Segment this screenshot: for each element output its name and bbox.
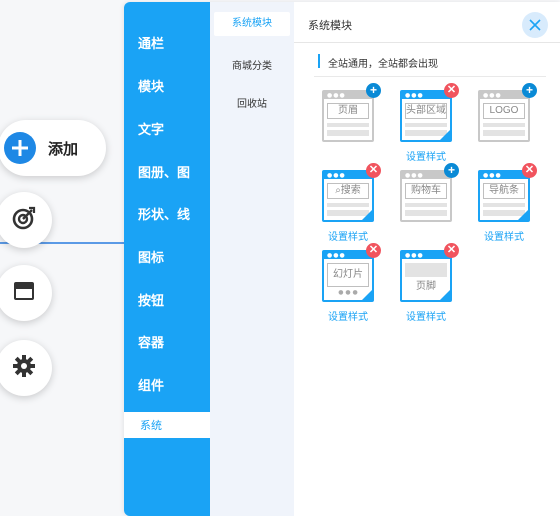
module-card-cart[interactable]: ●●● 购物车 + [400,163,459,222]
nav-item-module[interactable]: 模块 [138,79,165,94]
nav-item-gallery[interactable]: 图册、图 [138,165,191,180]
subcategory-nav: 系统模块 商城分类 回收站 [210,2,294,516]
add-module-icon[interactable]: + [366,83,381,98]
module-card-footer[interactable]: ●●● 页脚 ✕ [400,243,459,302]
nav-item-banner[interactable]: 通栏 [138,36,165,51]
nav-item-component[interactable]: 组件 [138,378,165,393]
hint-divider [314,76,546,77]
module-card-search[interactable]: ●●● ⌕搜索 ✕ [322,163,381,222]
settings-button[interactable] [0,340,52,396]
remove-module-icon[interactable]: ✕ [366,163,381,178]
gear-icon [13,355,35,381]
nav-item-text[interactable]: 文字 [138,122,165,137]
add-module-icon[interactable]: + [444,163,459,178]
subnav-item-system-module[interactable]: 系统模块 [214,12,290,36]
add-module-icon[interactable]: + [522,83,537,98]
plus-icon [4,132,36,164]
set-style-link[interactable]: 设置样式 [406,152,446,163]
remove-module-icon[interactable]: ✕ [366,243,381,258]
layout-button[interactable] [0,265,52,321]
set-style-link[interactable]: 设置样式 [328,312,368,323]
nav-item-button[interactable]: 按钮 [138,293,165,308]
category-nav: 通栏 模块 文字 图册、图 形状、线 图标 按钮 容器 组件 系统 [124,2,210,516]
module-card-slideshow[interactable]: ●●● 幻灯片 ● ● ● ✕ [322,243,381,302]
canvas-guide-line [0,242,124,244]
module-label: ⌕搜索 [327,183,369,199]
add-label: 添加 [48,140,79,158]
remove-module-icon[interactable]: ✕ [444,83,459,98]
module-label: LOGO [483,103,525,119]
hint-text: 全站通用，全站都会出现 [328,59,438,70]
remove-module-icon[interactable]: ✕ [522,163,537,178]
divider [294,42,560,43]
nav-item-system-label: 系统 [140,420,162,432]
close-icon [529,16,541,35]
nav-item-shape[interactable]: 形状、线 [138,207,191,222]
add-button[interactable]: 添加 [0,120,106,176]
search-icon: ⌕ [335,185,341,196]
close-button[interactable] [522,12,548,38]
nav-item-container[interactable]: 容器 [138,335,165,350]
module-label: 幻灯片 [327,263,369,287]
module-label: 购物车 [405,183,447,199]
set-style-link[interactable]: 设置样式 [406,312,446,323]
window-icon [13,281,35,305]
nav-item-icon[interactable]: 图标 [138,250,165,265]
set-style-link[interactable]: 设置样式 [484,232,524,243]
hint-marker [318,54,320,68]
module-card-logo[interactable]: ●●● LOGO + [478,83,537,142]
remove-module-icon[interactable]: ✕ [444,243,459,258]
subnav-item-shop-category[interactable]: 商城分类 [232,61,272,72]
module-label: 导航条 [483,183,525,199]
target-button[interactable] [0,192,52,248]
module-content: 系统模块 全站通用，全站都会出现 ●●● 页眉 + ●●● 头部区域 ✕ 设置样… [294,2,560,516]
set-style-link[interactable]: 设置样式 [328,232,368,243]
subnav-item-recycle-bin[interactable]: 回收站 [237,99,267,110]
module-label: 头部区域 [405,103,447,119]
module-panel: 通栏 模块 文字 图册、图 形状、线 图标 按钮 容器 组件 系统 系统模块 商… [124,2,560,516]
module-label: 页脚 [405,280,447,296]
module-card-header[interactable]: ●●● 页眉 + [322,83,381,142]
nav-item-system[interactable]: 系统 [124,412,210,438]
module-label: 页眉 [327,103,369,119]
module-card-navbar[interactable]: ●●● 导航条 ✕ [478,163,537,222]
module-card-head-area[interactable]: ●●● 头部区域 ✕ [400,83,459,142]
content-title: 系统模块 [308,20,352,32]
target-icon [12,206,36,234]
